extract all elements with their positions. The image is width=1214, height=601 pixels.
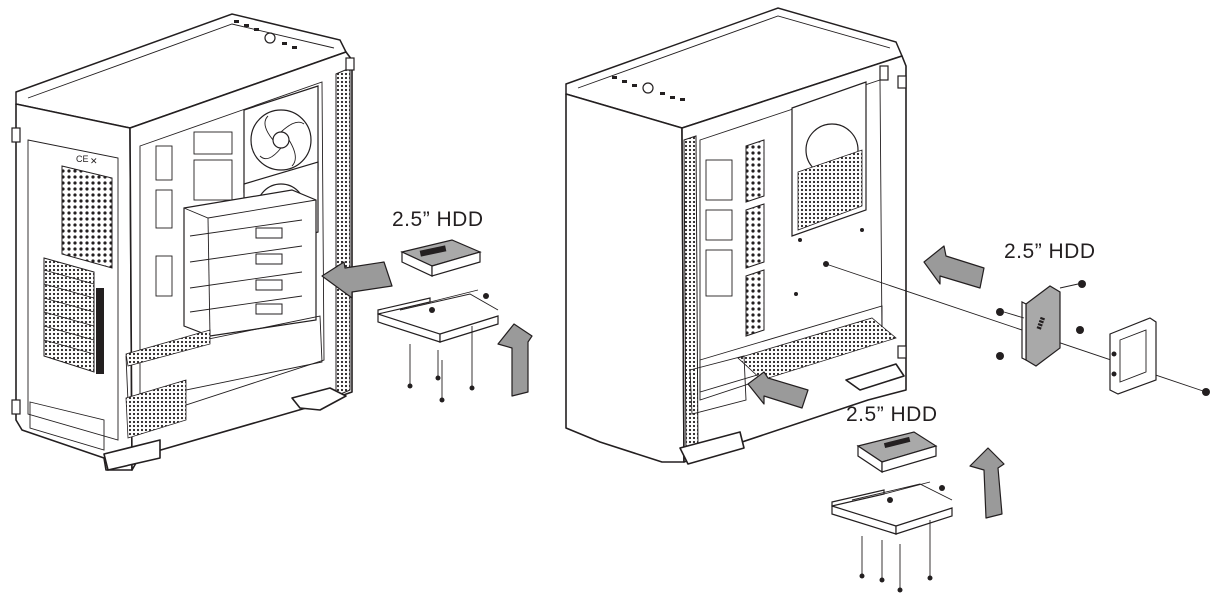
front-io-buttons bbox=[612, 76, 685, 101]
left-hdd-label: 2.5” HDD bbox=[392, 208, 484, 231]
screw-icon bbox=[996, 280, 1086, 360]
insert-arrow-icon bbox=[321, 261, 393, 299]
svg-text:▮▮▮▮: ▮▮▮▮ bbox=[1036, 316, 1046, 330]
drive-cage bbox=[183, 189, 317, 337]
insert-arrow-icon bbox=[923, 245, 985, 289]
screw-icon bbox=[859, 520, 933, 593]
right-hdd-side-label: 2.5” HDD bbox=[1004, 240, 1096, 263]
ce-mark: CE bbox=[76, 154, 89, 164]
up-arrow-icon bbox=[969, 447, 1005, 519]
cable-grommets bbox=[745, 139, 765, 337]
up-arrow-icon bbox=[497, 323, 533, 397]
left-case: CE ✕ bbox=[11, 13, 355, 471]
front-io-buttons bbox=[234, 20, 297, 49]
left-hdd-assembly bbox=[377, 239, 499, 403]
weee-mark: ✕ bbox=[90, 156, 98, 166]
right-case bbox=[565, 7, 907, 465]
insert-arrow-icon bbox=[747, 371, 809, 409]
screw-icon bbox=[407, 326, 475, 403]
right-hdd-side-assembly: ▮▮▮▮ bbox=[825, 263, 1210, 396]
right-hdd-bottom-assembly bbox=[831, 431, 953, 593]
right-hdd-bottom-label: 2.5” HDD bbox=[846, 403, 938, 426]
pci-slots bbox=[43, 257, 104, 374]
